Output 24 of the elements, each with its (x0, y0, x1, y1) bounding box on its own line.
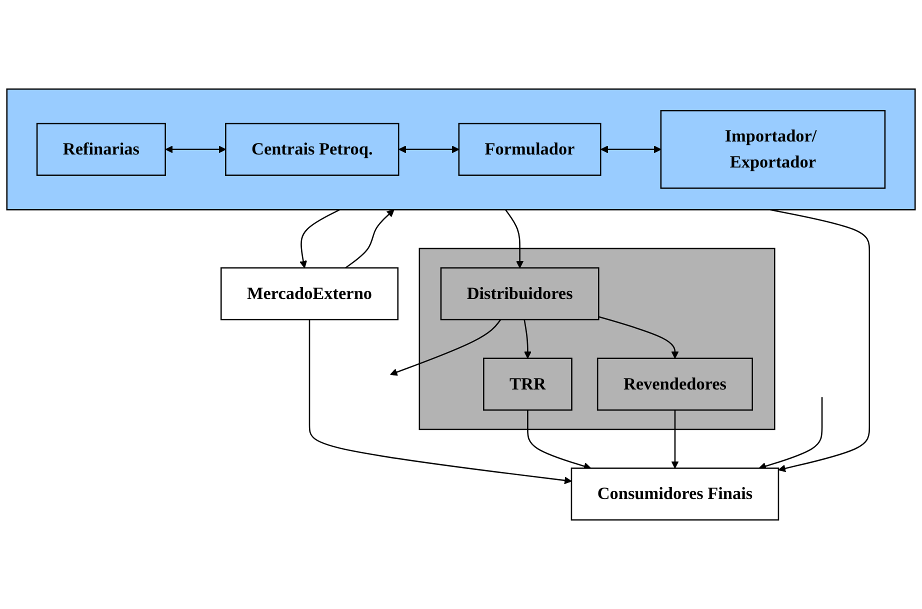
arrow (527, 410, 592, 470)
node-box: Refinarias (36, 122, 166, 176)
node-box: Importador/ Exportador (660, 110, 886, 189)
node-box: Distribuidores (440, 267, 600, 320)
arrow (300, 209, 340, 268)
node-box: Consumidores Finais (570, 468, 780, 521)
cluster (6, 88, 916, 210)
arrow (308, 320, 572, 484)
arrow (504, 209, 524, 268)
arrow (600, 146, 662, 154)
node-box: Formulador (458, 122, 602, 176)
arrow (598, 316, 679, 359)
arrow (345, 209, 394, 268)
arrow (398, 146, 460, 154)
arrow (390, 319, 502, 376)
node-box: Revendedores (596, 358, 753, 411)
node-box: MercadoExterno (220, 267, 399, 320)
arrow (758, 397, 823, 470)
node-box: TRR (483, 358, 572, 411)
arrow (165, 146, 226, 154)
arrow (524, 319, 532, 359)
node-box: Centrais Petroq. (225, 122, 400, 176)
cluster (418, 248, 776, 430)
arrow (671, 410, 679, 469)
